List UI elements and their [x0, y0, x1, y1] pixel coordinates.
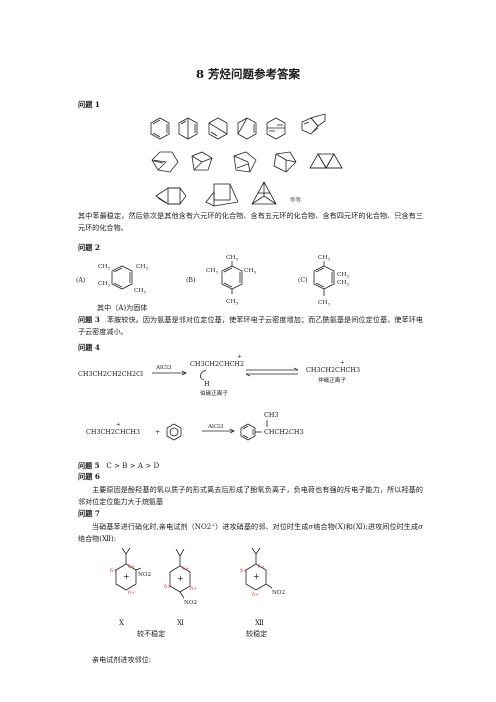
sigma-complex-x	[115, 547, 142, 591]
q6-text: 主要原因是酚羟基的氧以质子的形式离去后形成了酚氧负离子，负电荷也有强的斥电子能力…	[78, 485, 423, 507]
catalyst-1: AlCl3	[155, 365, 172, 371]
xii-no2: NO2	[272, 590, 285, 596]
primary-cation: CH3CH2CHCH2	[190, 360, 244, 368]
bicyclohexene-structure	[301, 113, 326, 135]
label-b: (B)	[186, 277, 195, 284]
fused-tricycle-structure-4	[273, 151, 297, 173]
svg-text:CH3: CH3	[98, 264, 111, 271]
svg-text:δ+: δ+	[110, 568, 117, 574]
q7-sigma-complexes: + + + NO2 NO2 NO2 δ+ δ+ δ+ δ+ δ+ δ+ δ+ δ+ δ+	[110, 547, 285, 606]
secondary-plus: +	[340, 360, 345, 366]
q1-note: 其中苯最稳定，然后依次是其他含有六元环的化合物、含有五元环的化合物、含有四元环的…	[78, 211, 423, 233]
x-plus: +	[123, 572, 130, 581]
svg-text:δ+: δ+	[128, 564, 135, 570]
q6-heading: 问题 6	[78, 472, 100, 481]
sigma-complex-xii	[245, 547, 273, 591]
q2-heading: 问题 2	[78, 243, 100, 252]
label-xii: Ⅻ	[255, 618, 264, 627]
xi-plus: +	[177, 574, 184, 583]
reactant: CH3CH2CH2CH2Cl	[78, 370, 143, 378]
svg-text:CH3: CH3	[136, 264, 149, 271]
primary-label: 伯碳正离子	[200, 389, 228, 397]
q5-line: 问题 5 C > B > A > D	[78, 460, 159, 473]
svg-text:CH3: CH3	[337, 272, 350, 279]
tricyclic-square-structure	[155, 187, 187, 205]
label-c: (C)	[298, 277, 308, 284]
fused-tricycle-structure-2	[191, 151, 213, 171]
x-no2: NO2	[138, 572, 151, 578]
q3-paragraph: 问题 3 苯胺较快。因为氨基是邻对位定位基，使苯环电子云密度增加；而乙酰氨基是间…	[78, 314, 423, 339]
svg-text:CH3: CH3	[226, 299, 239, 306]
svg-text:CH3: CH3	[337, 280, 350, 287]
label-a: (A)	[76, 277, 85, 284]
product-chain: CHCH2CH3	[264, 428, 304, 436]
methyl-labels: CH3 CH3 CH3 CH3 CH3 CH3 CH3 CH3 CH3 CH3 …	[98, 255, 350, 307]
svg-text:CH3: CH3	[318, 255, 331, 262]
benzene-reagent	[166, 423, 182, 441]
q3-heading: 问题 3	[78, 315, 100, 324]
q5-heading: 问题 5	[78, 461, 100, 470]
q4-reaction-scheme: CH3CH2CH2CH2Cl AlCl3 CH3CH2CHCH2 + H 伯碳正…	[78, 354, 360, 441]
tetrahedral-structure	[251, 181, 277, 205]
xi-no2: NO2	[184, 600, 197, 606]
page-title: 8 芳烃问题参考答案	[195, 67, 300, 81]
label-x: Ⅹ	[119, 618, 125, 627]
hydride-shift-arrow	[200, 369, 207, 381]
q5-text: C > B > A > D	[106, 461, 160, 470]
prismane-like-structure	[205, 183, 239, 207]
svg-text:δ+: δ+	[190, 586, 197, 592]
unstable-label: 较不稳定	[137, 629, 166, 638]
svg-text:CH3: CH3	[226, 255, 239, 262]
svg-text:δ+: δ+	[182, 566, 189, 572]
structure-a-ring	[111, 265, 133, 290]
bridged-diene-structure	[237, 117, 257, 140]
fused-diene-structure	[266, 117, 286, 140]
svg-text:CH3: CH3	[206, 268, 219, 275]
q7-tail: 亲电试剂进攻邻位:	[92, 655, 152, 664]
cation-left: CH3CH2CHCH3	[86, 428, 140, 436]
secondary-cation: CH3CH2CHCH3	[306, 366, 360, 374]
bicyclic-diene-structure	[208, 117, 228, 140]
etc-label: 等等	[290, 196, 302, 204]
cation-left-plus: +	[116, 422, 121, 428]
q3-text: 苯胺较快。因为氨基是邻对位定位基，使苯环电子云密度增加；而乙酰氨基是间位定位基，…	[78, 315, 424, 337]
svg-text:CH3: CH3	[244, 268, 257, 275]
fused-tricycle-structure-1	[151, 151, 179, 173]
catalyst-2: AlCl3	[207, 424, 224, 430]
fused-tricycle-structure-3	[233, 151, 257, 173]
product-ring	[240, 420, 268, 441]
svg-text:δ+: δ+	[252, 592, 259, 598]
product-ch3: CH3	[264, 411, 279, 419]
delta-plus-marks: δ+ δ+ δ+ δ+ δ+ δ+ δ+ δ+ δ+	[110, 564, 265, 598]
q7-heading: 问题 7	[78, 509, 100, 518]
primary-plus: +	[237, 354, 242, 360]
q1-isomer-structures: 等等	[150, 113, 343, 207]
q4-heading: 问题 4	[78, 343, 100, 352]
svg-text:CH3: CH3	[318, 300, 331, 307]
svg-text:δ+: δ+	[164, 584, 171, 590]
svg-text:δ+: δ+	[258, 564, 265, 570]
q2-structures: (A) (B) (C) CH3 CH3 CH3 CH3	[76, 255, 350, 307]
label-xi: Ⅺ	[177, 618, 184, 627]
q1-heading: 问题 1	[78, 100, 100, 109]
q2-note: 其中（A)为固体	[97, 303, 148, 312]
sigma-complex-xi	[169, 548, 191, 599]
dewar-benzene-structure	[178, 117, 198, 140]
hydrogen: H	[204, 380, 210, 388]
svg-text:CH3: CH3	[134, 288, 147, 295]
secondary-label: 仲碳正离子	[318, 376, 346, 384]
svg-text:δ+: δ+	[128, 590, 135, 596]
structure-b-ring	[221, 261, 243, 294]
q7-text: 当硝基苯进行硝化时,亲电试剂（NO2⁺）进攻硝基的邻、对位时生成σ络合物(Ⅹ)和…	[78, 522, 423, 544]
svg-text:CH3: CH3	[98, 281, 111, 288]
stable-label: 较稳定	[246, 629, 268, 638]
svg-text:δ+: δ+	[240, 568, 247, 574]
benzene-structure	[150, 117, 170, 140]
structure-c-ring	[313, 261, 335, 296]
xii-plus: +	[253, 572, 260, 581]
plus-sign: +	[155, 428, 160, 436]
triangle-strip-structure	[309, 153, 343, 169]
